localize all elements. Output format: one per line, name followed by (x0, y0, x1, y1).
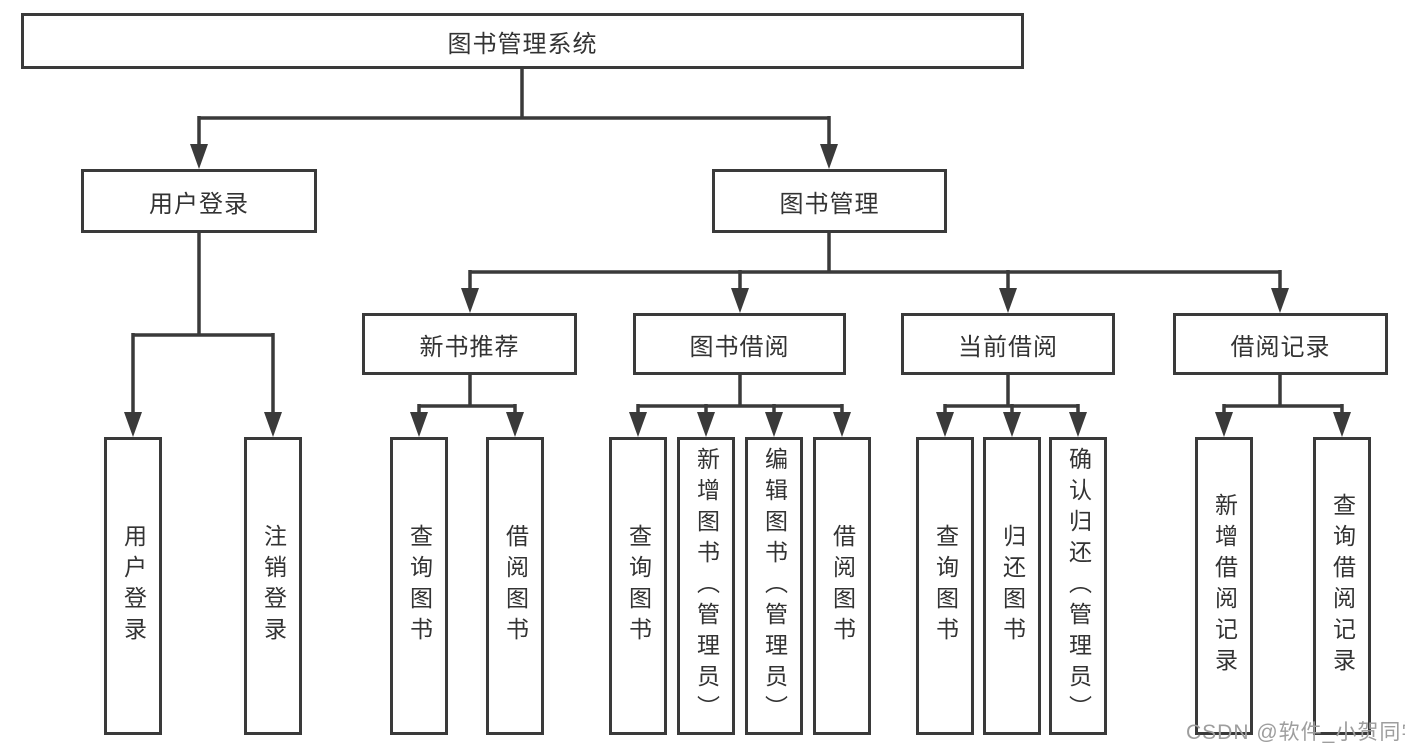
arrowhead (190, 144, 208, 169)
node-label: 查询图书 (932, 524, 959, 648)
connector-book-mgmt-to-l3 (468, 231, 1282, 291)
leaf-user-login: 用户登录 (104, 437, 162, 735)
node-library-management-system: 图书管理系统 (21, 13, 1024, 69)
node-label: 图书管理 (779, 190, 880, 218)
arrowhead (629, 412, 647, 437)
node-label: 查询借阅记录 (1329, 493, 1356, 679)
arrowhead (936, 412, 954, 437)
node-label: 查询图书 (625, 524, 652, 648)
arrowhead (410, 412, 428, 437)
arrowhead (1215, 412, 1233, 437)
node-new-book-recommend: 新书推荐 (362, 313, 577, 375)
node-label: 借阅记录 (1230, 333, 1331, 361)
node-label: 借阅图书 (829, 524, 856, 648)
leaf-query-books-borrowing: 查询图书 (609, 437, 667, 735)
arrowhead (731, 288, 749, 313)
node-label: 查询图书 (406, 524, 433, 648)
connector-current-borrowing-leaves (943, 373, 1080, 415)
node-label: 新增借阅记录 (1211, 493, 1238, 679)
leaf-query-books-newbook: 查询图书 (390, 437, 448, 735)
node-label: 用户登录 (120, 524, 147, 648)
leaf-query-borrow-record: 查询借阅记录 (1313, 437, 1371, 735)
node-label: 用户登录 (149, 190, 249, 218)
node-label: 编辑图书（管理员） (761, 446, 788, 726)
arrowhead (264, 412, 282, 437)
leaf-confirm-return-admin: 确认归还（管理员） (1049, 437, 1107, 735)
arrowhead (1069, 412, 1087, 437)
node-user-login: 用户登录 (81, 169, 317, 233)
arrowhead (461, 288, 479, 313)
leaf-return-books: 归还图书 (983, 437, 1041, 735)
leaf-add-books-admin: 新增图书（管理员） (677, 437, 735, 735)
connector-new-book-leaves (417, 373, 517, 415)
node-label: 当前借阅 (958, 333, 1058, 361)
node-book-management: 图书管理 (712, 169, 947, 233)
node-book-borrowing: 图书借阅 (633, 313, 846, 375)
connector-book-borrowing-leaves (636, 373, 844, 415)
leaf-borrow-books-newbook: 借阅图书 (486, 437, 544, 735)
arrowhead (697, 412, 715, 437)
node-label: 归还图书 (999, 524, 1026, 648)
connector-user-login-leaves (131, 231, 275, 414)
leaf-logout: 注销登录 (244, 437, 302, 735)
node-label: 图书管理系统 (447, 30, 598, 58)
node-borrowing-records: 借阅记录 (1173, 313, 1388, 375)
node-label: 注销登录 (260, 524, 287, 648)
leaf-borrow-books-borrowing: 借阅图书 (813, 437, 871, 735)
csdn-watermark: CSDN @软件_小贺同学 (1186, 721, 1405, 744)
arrowhead (820, 144, 838, 169)
node-label: 新书推荐 (419, 333, 520, 361)
leaf-query-books-current: 查询图书 (916, 437, 974, 735)
arrowhead (1333, 412, 1351, 437)
connector-borrow-records-leaves (1222, 373, 1344, 415)
node-label: 新增图书（管理员） (693, 446, 720, 726)
node-current-borrowing: 当前借阅 (901, 313, 1115, 375)
arrowhead (124, 412, 142, 437)
arrowhead (1271, 288, 1289, 313)
arrowhead (765, 412, 783, 437)
connector-root-to-l2 (197, 67, 831, 147)
node-label: 借阅图书 (502, 524, 529, 648)
node-label: 图书借阅 (689, 333, 790, 361)
leaf-add-borrow-record: 新增借阅记录 (1195, 437, 1253, 735)
arrowhead (833, 412, 851, 437)
arrowhead (1003, 412, 1021, 437)
leaf-edit-books-admin: 编辑图书（管理员） (745, 437, 803, 735)
node-label: 确认归还（管理员） (1065, 446, 1092, 726)
arrowhead (506, 412, 524, 437)
arrowhead (999, 288, 1017, 313)
